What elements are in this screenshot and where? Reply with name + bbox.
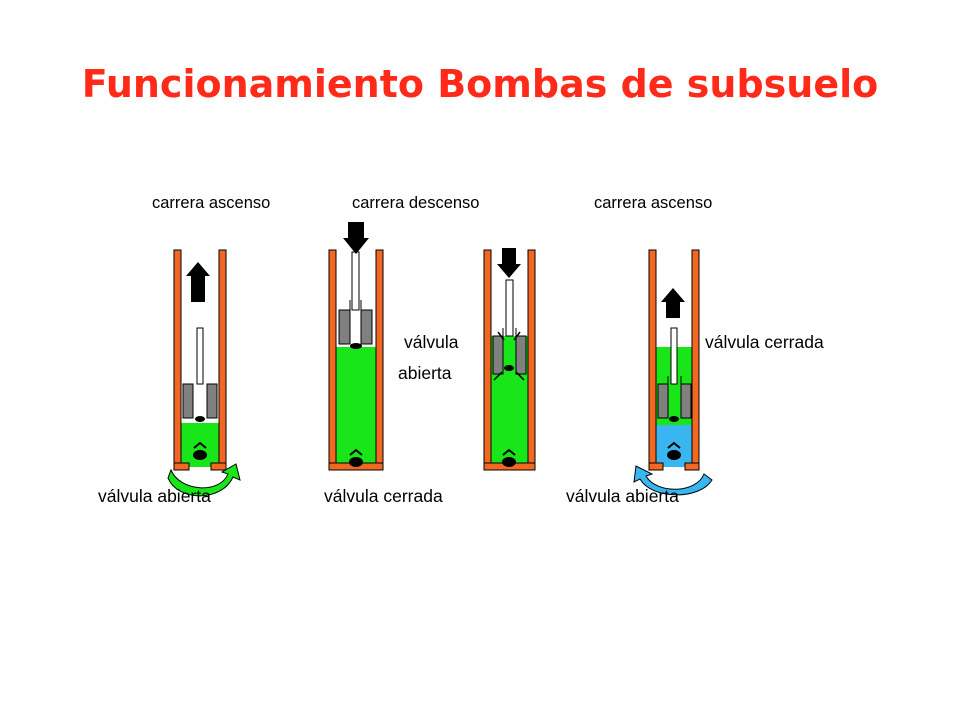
pump-1-arrow-up-icon [186, 262, 210, 302]
pump-4-traveling-valve [669, 416, 679, 422]
label-valve-mid-line1: válvula [404, 332, 459, 352]
pump-3-flow-arrow-dr-icon [515, 371, 525, 381]
pump-2-standing-valve [349, 457, 363, 467]
pump-3-standing-valve [502, 457, 516, 467]
pump-4-inflow-arrow-icon [633, 465, 713, 496]
pump-1-tube-bottom-right [210, 462, 227, 471]
pump-1-fluid [181, 423, 219, 467]
pump-4-tube-right [691, 249, 700, 469]
pump-3-cage [502, 328, 517, 374]
pump-4-tube-left [648, 249, 657, 469]
label-stroke-up-1: carrera ascenso [152, 194, 271, 212]
pump-2-fluid [336, 347, 376, 467]
pump-1-tube-right [218, 249, 227, 469]
pump-4-plunger-left [657, 383, 669, 419]
label-stroke-up-2: carrera ascenso [594, 194, 713, 212]
page-title: Funcionamiento Bombas de subsuelo [81, 62, 879, 106]
pump-1-tube-left [173, 249, 182, 469]
pump-1-plunger-right [206, 383, 218, 419]
pump-2 [328, 222, 384, 471]
pump-3 [483, 248, 536, 471]
pump-1-valve-chevron [193, 441, 207, 449]
pump-1-traveling-valve [195, 416, 205, 422]
pump-1-rod [196, 327, 204, 385]
pump-4-plunger-right [680, 383, 692, 419]
pump-3-tube-right [527, 249, 536, 469]
label-valve-closed-right: válvula cerrada [705, 332, 824, 352]
pump-2-tube-left [328, 249, 337, 469]
pump-1-cage [192, 384, 208, 418]
pump-4-rod [670, 327, 678, 385]
pump-3-arrow-down-icon [497, 248, 521, 278]
label-valve-open-1: válvula abierta [98, 486, 211, 506]
pump-1-plunger-left [182, 383, 194, 419]
label-valve-closed-2: válvula cerrada [324, 486, 443, 506]
pump-4-tube-bottom-right [684, 462, 700, 471]
pump-4 [633, 249, 713, 496]
pump-1-tube-bottom-left [173, 462, 190, 471]
pump-4-tube-bottom-left [648, 462, 664, 471]
label-stroke-down: carrera descenso [352, 194, 480, 212]
pump-3-flow-arrow-ur-icon [513, 331, 521, 341]
pump-1 [167, 249, 241, 497]
pump-3-plunger-right [515, 335, 527, 375]
pump-3-plunger-left [492, 335, 504, 375]
pump-2-traveling-valve [350, 343, 362, 349]
pump-4-fluid-lower [656, 425, 692, 467]
pump-3-rod [505, 279, 514, 337]
pump-4-cage [667, 376, 682, 418]
pump-1-standing-valve [193, 450, 207, 460]
pump-4-arrow-up-icon [661, 288, 685, 318]
pump-2-plunger-left [338, 309, 351, 345]
label-valve-open-3: válvula abierta [566, 486, 679, 506]
pump-2-rod [351, 251, 360, 311]
pump-4-standing-valve [667, 450, 681, 460]
pump-2-arrow-down-icon [343, 222, 369, 254]
label-valve-mid-line2: abierta [398, 363, 452, 383]
pump-3-traveling-valve [504, 365, 514, 371]
pump-2-plunger-right [360, 309, 373, 345]
pump-2-tube-right [375, 249, 384, 469]
pump-2-valve-chevron [349, 448, 363, 456]
pump-3-valve-chevron [502, 448, 516, 456]
pump-3-flow-arrow-ul-icon [497, 331, 505, 341]
pump-3-flow-arrow-dl-icon [493, 371, 503, 381]
pump-1-inflow-arrow-icon [167, 463, 241, 497]
pump-3-tube-left [483, 249, 492, 469]
pump-2-cage [349, 300, 362, 344]
pump-4-valve-chevron [667, 441, 681, 449]
